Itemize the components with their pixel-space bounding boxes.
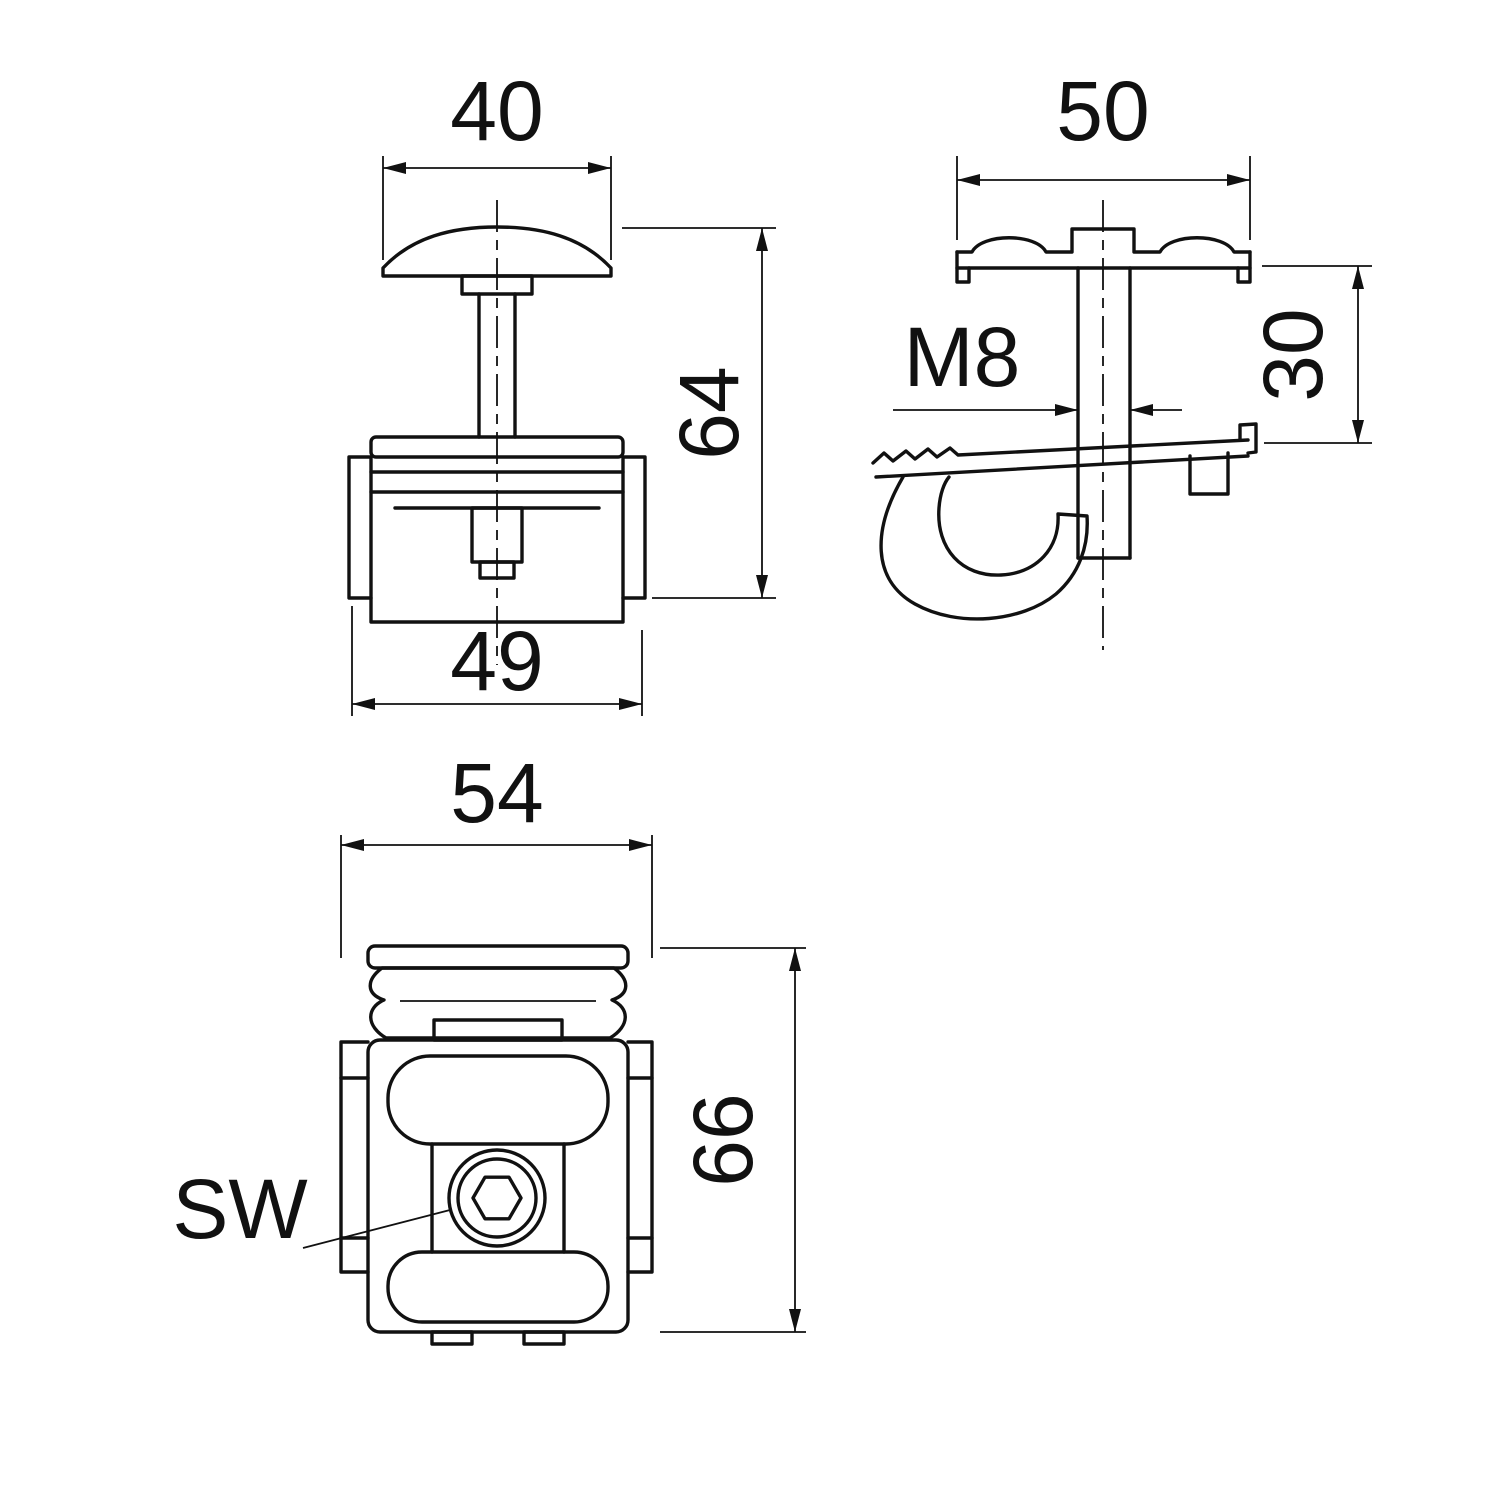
foot-left bbox=[430, 1330, 474, 1346]
dim30-arrow-top bbox=[1352, 266, 1364, 289]
bottom-view: 54 66 SW bbox=[172, 746, 806, 1346]
body-outline bbox=[366, 1038, 630, 1334]
dim54-arrow-right bbox=[629, 839, 652, 851]
dim66-arrow-bottom bbox=[789, 1309, 801, 1332]
screw-outer-circle bbox=[447, 1148, 547, 1248]
bottom-top-plate bbox=[366, 944, 630, 970]
sw-leader-line bbox=[302, 1209, 451, 1249]
clamp-body-outline bbox=[347, 455, 647, 624]
dim40-arrow-left bbox=[383, 162, 406, 174]
ribbed-spool-section bbox=[368, 966, 628, 1040]
head-plate-right-lip bbox=[1236, 250, 1252, 284]
side-top-width-label: 50 bbox=[1056, 64, 1149, 158]
foot-right bbox=[522, 1330, 566, 1346]
front-height-label: 64 bbox=[662, 366, 756, 459]
hook-outline bbox=[879, 475, 1089, 621]
front-view: 40 64 49 bbox=[347, 64, 776, 716]
hex-socket bbox=[471, 1175, 523, 1221]
grip-plate-serrated-edge bbox=[871, 438, 1250, 465]
thread-size-label: M8 bbox=[904, 310, 1021, 404]
head-plate-top-profile bbox=[955, 227, 1252, 254]
dim50-arrow-left bbox=[957, 174, 980, 186]
side-view: 50 M8 30 bbox=[871, 64, 1372, 650]
dim30-arrow-bottom bbox=[1352, 420, 1364, 443]
dim40-arrow-right bbox=[588, 162, 611, 174]
dimM8-arrow-left bbox=[1055, 404, 1078, 416]
grip-plate-underside bbox=[874, 454, 1250, 479]
t-head-collar bbox=[460, 274, 534, 296]
flange-left bbox=[339, 1040, 370, 1274]
grip-plate-end-tab bbox=[1238, 422, 1258, 455]
head-plate-left-lip bbox=[955, 250, 971, 284]
dimM8-arrow-right bbox=[1130, 404, 1153, 416]
dim49-arrow-right bbox=[619, 698, 642, 710]
side-height-label: 30 bbox=[1246, 308, 1340, 401]
dim50-arrow-right bbox=[1227, 174, 1250, 186]
wrench-size-label: SW bbox=[172, 1162, 307, 1256]
front-bottom-width-label: 49 bbox=[450, 614, 543, 708]
clamp-top-plate bbox=[369, 435, 625, 459]
front-top-width-label: 40 bbox=[450, 64, 543, 158]
lower-bolt-tip bbox=[478, 560, 516, 580]
dim54-arrow-left bbox=[341, 839, 364, 851]
dim64-arrow-bottom bbox=[756, 575, 768, 598]
flange-right bbox=[626, 1040, 654, 1274]
dim64-arrow-top bbox=[756, 228, 768, 251]
screw-inner-circle bbox=[456, 1157, 538, 1239]
hook-right-notch bbox=[1188, 451, 1230, 496]
bottom-width-label: 54 bbox=[450, 746, 543, 840]
t-head-outline bbox=[381, 225, 613, 278]
dim49-arrow-left bbox=[352, 698, 375, 710]
dim66-arrow-top bbox=[789, 948, 801, 971]
upper-bone-cutout bbox=[386, 1054, 610, 1146]
bottom-height-label: 66 bbox=[676, 1093, 770, 1186]
lower-bone-cutout bbox=[386, 1250, 610, 1324]
